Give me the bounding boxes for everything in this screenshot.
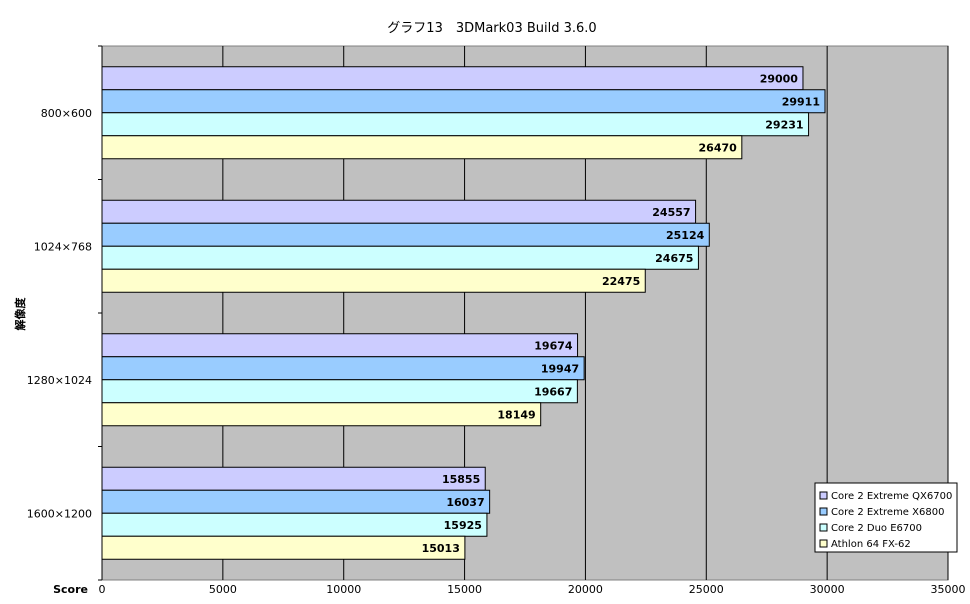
y-axis-label: 解像度 [13, 297, 27, 331]
data-label: 22475 [602, 275, 640, 288]
x-tick-labels: 0 5000 10000 15000 20000 25000 30000 35000 [99, 583, 966, 596]
legend-swatch [819, 491, 828, 500]
bar [101, 112, 810, 137]
legend-swatch [819, 507, 828, 516]
legend-label: Core 2 Extreme QX6700 [831, 491, 952, 502]
legend-label: Athlon 64 FX-62 [831, 539, 911, 550]
x-tick-label: 15000 [447, 583, 482, 596]
legend-label: Core 2 Duo E6700 [831, 523, 922, 534]
bar [101, 535, 466, 560]
bar [101, 466, 486, 491]
x-tick-label: 0 [99, 583, 106, 596]
data-label: 29231 [765, 118, 803, 131]
bar [101, 245, 699, 270]
data-label: 19667 [534, 385, 572, 398]
data-labels: 29000 29911 29231 26470 24557 25124 24675 22475… [422, 72, 820, 555]
legend-swatch [819, 539, 828, 548]
bar [101, 135, 743, 160]
legend-box [814, 482, 958, 553]
data-label: 15855 [442, 473, 480, 486]
x-tick-label: 25000 [689, 583, 724, 596]
bars [101, 66, 826, 560]
x-tick-label: 30000 [810, 583, 845, 596]
data-label: 25124 [666, 229, 705, 242]
bar [101, 333, 579, 358]
bar [101, 89, 826, 114]
x-tick-label: 20000 [568, 583, 603, 596]
x-tick-label: 35000 [931, 583, 966, 596]
y-axis: 800×600 1024×768 1280×1024 1600×1200 [27, 45, 103, 581]
bar [101, 402, 542, 427]
chart-title: グラフ13 3DMark03 Build 3.6.0 [387, 21, 596, 36]
data-label: 26470 [699, 141, 738, 154]
category-label: 800×600 [41, 107, 92, 120]
data-label: 19674 [534, 339, 573, 352]
x-tick-label: 5000 [209, 583, 237, 596]
bar [101, 356, 585, 381]
bar [101, 489, 491, 514]
data-label: 24557 [652, 206, 690, 219]
legend-label: Core 2 Extreme X6800 [831, 507, 944, 518]
data-label: 19947 [541, 362, 579, 375]
bar [101, 268, 646, 293]
data-label: 29911 [782, 95, 820, 108]
bar [101, 66, 804, 91]
category-label: 1024×768 [34, 240, 92, 253]
bar [101, 199, 697, 224]
category-label: 1600×1200 [27, 507, 92, 520]
legend-swatch [819, 523, 828, 532]
x-axis-label: Score [53, 583, 88, 596]
data-label: 16037 [446, 496, 484, 509]
bar [101, 379, 578, 404]
x-tick-label: 10000 [326, 583, 361, 596]
bar [101, 222, 710, 247]
data-label: 15013 [422, 542, 460, 555]
data-label: 18149 [497, 408, 535, 421]
data-label: 24675 [655, 252, 693, 265]
bar [101, 512, 488, 537]
data-label: 15925 [444, 519, 482, 532]
data-label: 29000 [760, 72, 799, 85]
category-label: 1280×1024 [27, 374, 92, 387]
